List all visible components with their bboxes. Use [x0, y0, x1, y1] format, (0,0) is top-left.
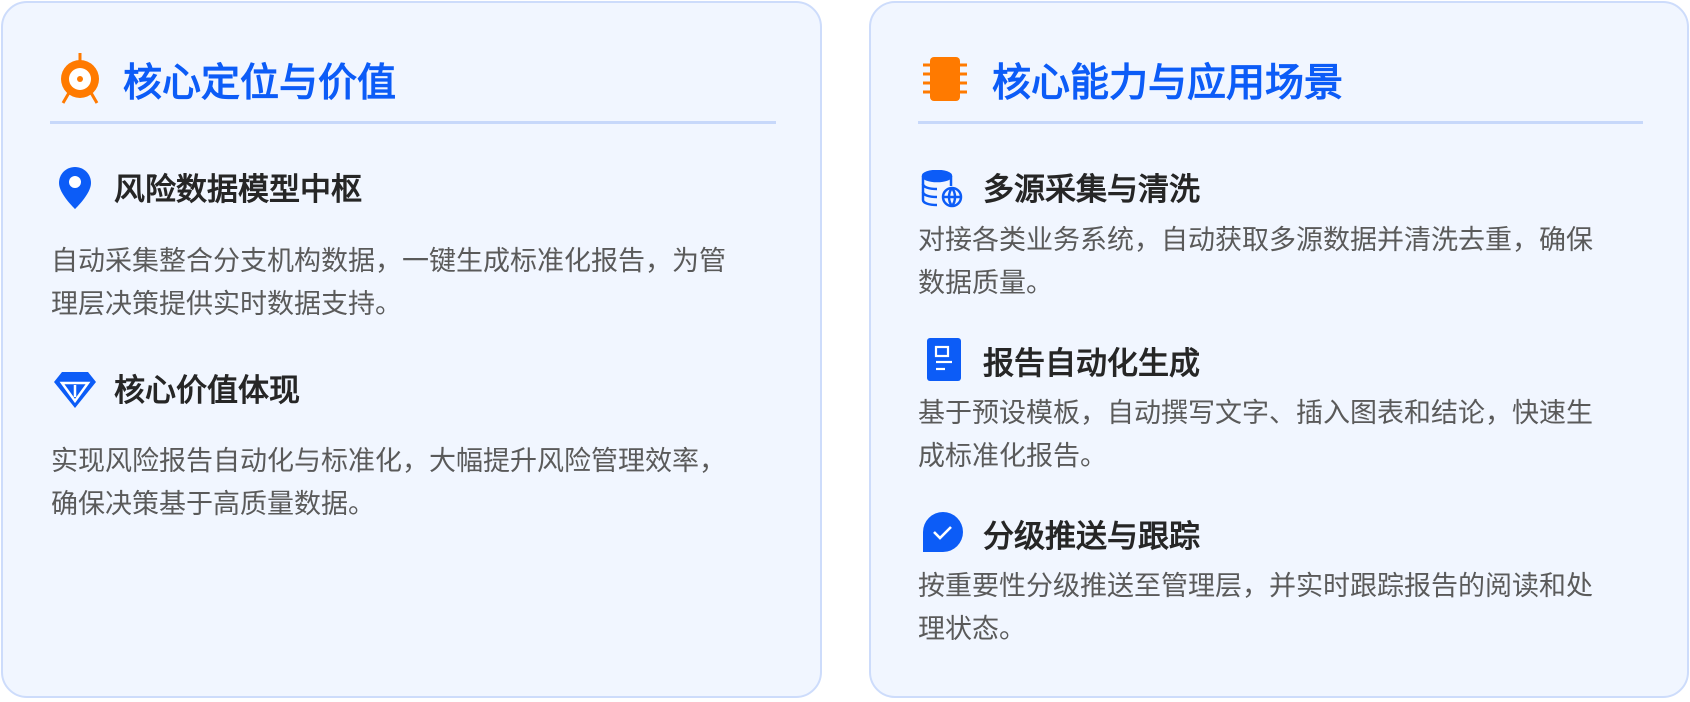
card-title: 核心能力与应用场景: [992, 61, 1344, 106]
item-heading: 分级推送与跟踪: [983, 519, 1200, 555]
check-badge-icon: [922, 511, 964, 553]
core-capabilities-card: 核心能力与应用场景 多源采集与清洗 对接各类业务系统，自动获取多源数据并清洗去重…: [869, 1, 1689, 698]
title-divider: [50, 121, 776, 124]
location-pin-icon: [58, 166, 92, 210]
document-icon: [927, 338, 961, 382]
item-body: 实现风险报告自动化与标准化，大幅提升风险管理效率，确保决策基于高质量数据。: [51, 446, 726, 520]
core-positioning-card: 核心定位与价值 风险数据模型中枢 自动采集整合分支机构数据，一键生成标准化报告，…: [1, 1, 822, 698]
item-body: 自动采集整合分支机构数据，一键生成标准化报告，为管理层决策提供实时数据支持。: [51, 246, 726, 320]
item-heading: 风险数据模型中枢: [114, 172, 362, 208]
diamond-icon: [53, 371, 97, 409]
item-body: 基于预设模板，自动撰写文字、插入图表和结论，快速生成标准化报告。: [918, 398, 1593, 472]
item-body: 对接各类业务系统，自动获取多源数据并清洗去重，确保数据质量。: [918, 225, 1593, 299]
item-heading: 多源采集与清洗: [983, 172, 1200, 208]
item-heading: 核心价值体现: [114, 373, 300, 409]
target-icon: [58, 53, 102, 105]
database-globe-icon: [921, 170, 963, 208]
item-heading: 报告自动化生成: [983, 346, 1200, 382]
chip-icon: [923, 56, 967, 102]
card-title: 核心定位与价值: [123, 61, 397, 106]
item-body: 按重要性分级推送至管理层，并实时跟踪报告的阅读和处理状态。: [918, 571, 1593, 645]
title-divider: [918, 121, 1643, 124]
